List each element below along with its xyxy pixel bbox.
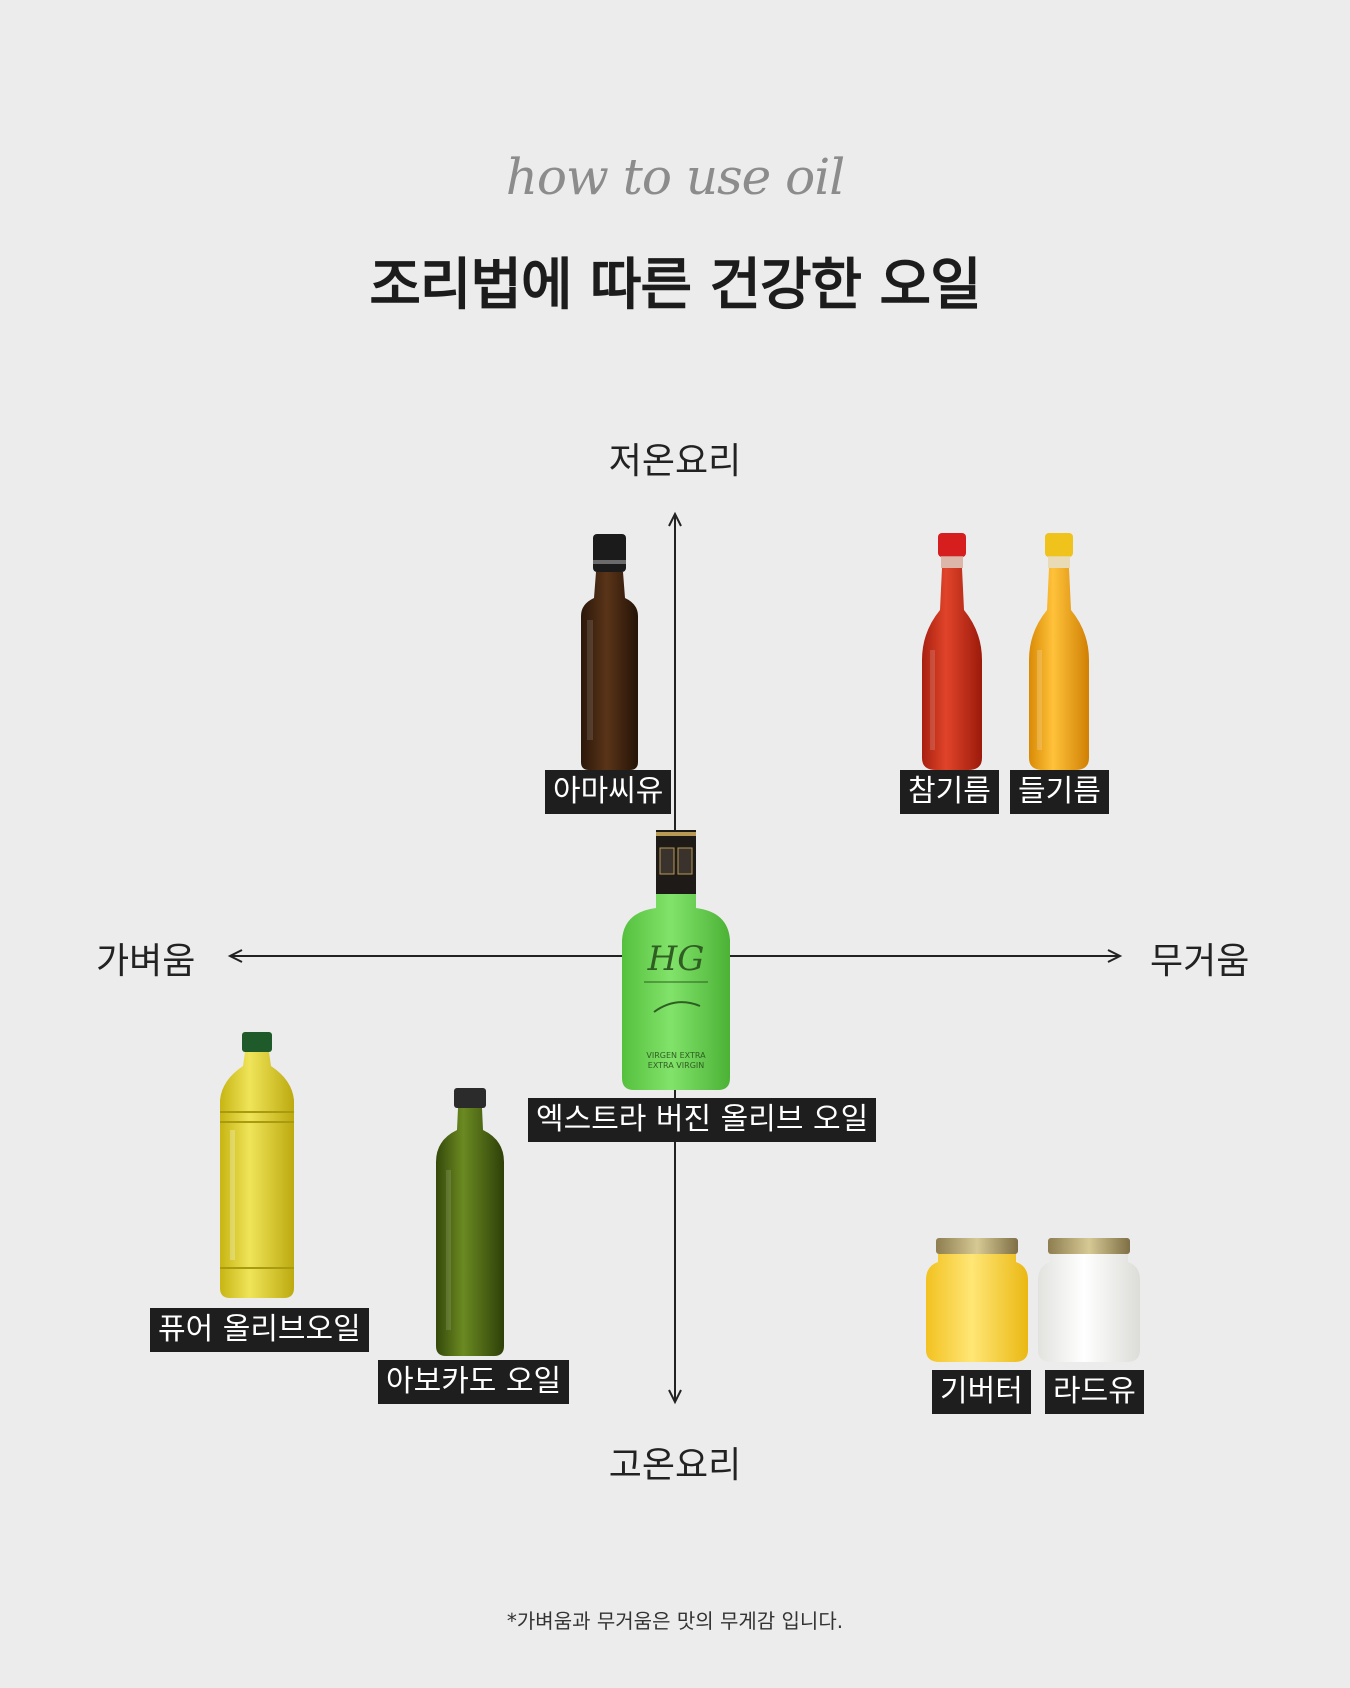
page-title: 조리법에 따른 건강한 오일 xyxy=(369,253,981,318)
label-sesame-oil: 참기름 xyxy=(900,770,999,814)
olive-oil-bottle-icon: HG VIRGEN EXTRA EXTRA VIRGIN xyxy=(622,830,730,1090)
subtitle: how to use oil xyxy=(505,148,846,206)
sesame-oil-bottle-icon xyxy=(922,533,982,770)
label-avocado-oil: 아보카도 오일 xyxy=(378,1360,570,1404)
jar-icon xyxy=(926,1238,1028,1362)
jar-icon xyxy=(1038,1238,1140,1362)
label-pure-olive-oil: 퓨어 올리브오일 xyxy=(150,1308,369,1352)
axis-label-heavy: 무거움 xyxy=(1150,941,1250,982)
glass-bottle-icon xyxy=(436,1088,504,1356)
axis-label-light: 가벼움 xyxy=(96,941,196,982)
label-ghee-butter: 기버터 xyxy=(932,1370,1031,1414)
label-flaxseed-oil: 아마씨유 xyxy=(545,770,672,814)
svg-text:VIRGEN EXTRA: VIRGEN EXTRA xyxy=(646,1051,706,1060)
perilla-oil-bottle-icon xyxy=(1029,533,1089,770)
svg-text:HG: HG xyxy=(647,939,705,979)
flaxseed-bottle-icon xyxy=(581,534,638,770)
axis-label-high-temp: 고온요리 xyxy=(608,1445,742,1486)
svg-text:EXTRA VIRGIN: EXTRA VIRGIN xyxy=(648,1061,704,1070)
label-perilla-oil: 들기름 xyxy=(1010,770,1109,814)
footnote: *가벼움과 무거움은 맛의 무게감 입니다. xyxy=(506,1609,844,1633)
label-lard-oil: 라드유 xyxy=(1045,1370,1144,1414)
pet-bottle-icon xyxy=(220,1032,294,1298)
label-extra-virgin-olive-oil: 엑스트라 버진 올리브 오일 xyxy=(528,1098,877,1142)
axis-label-low-temp: 저온요리 xyxy=(608,441,742,482)
